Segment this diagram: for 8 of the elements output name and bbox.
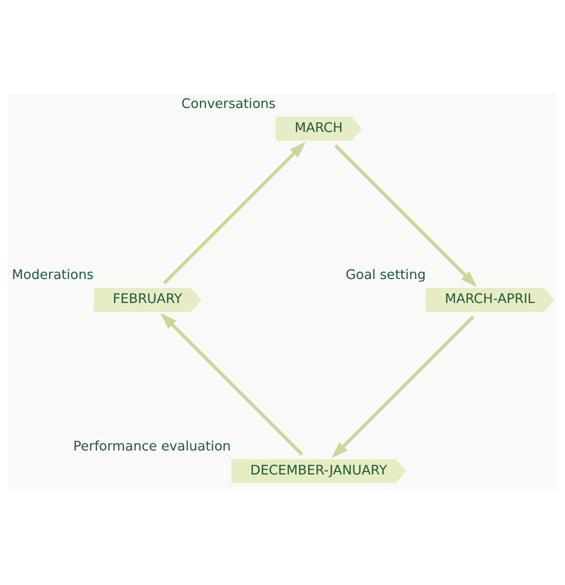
- arrow: [332, 316, 474, 458]
- arrow: [334, 144, 477, 287]
- arrow: [160, 312, 304, 456]
- node-label: Goal setting: [346, 268, 426, 284]
- node-label: Conversations: [181, 96, 276, 112]
- node-label: Performance evaluation: [73, 439, 231, 454]
- node-label: Moderations: [12, 268, 94, 284]
- arrow: [163, 142, 306, 284]
